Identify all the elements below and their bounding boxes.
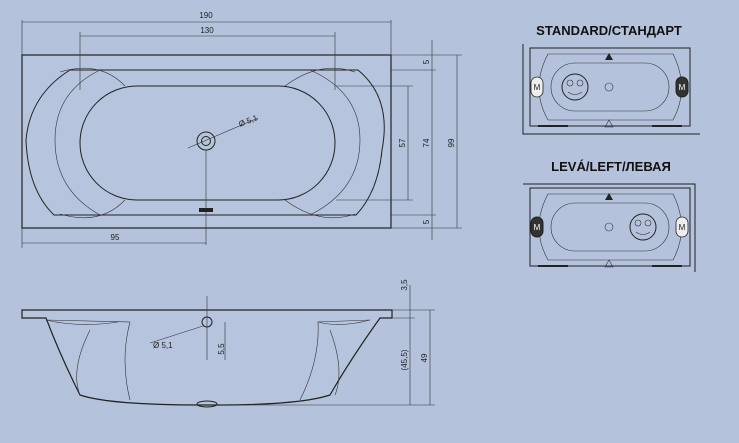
dim-inner-width: 74	[422, 138, 431, 147]
tub-rim-contour	[25, 69, 385, 216]
motor-label-standard-left: M	[534, 83, 541, 92]
tub-side-contours	[54, 69, 361, 216]
drain-inner	[201, 136, 211, 146]
dim-rim-thickness: 3,5	[400, 279, 409, 291]
motor-label-standard-right: M	[679, 83, 686, 92]
tub-headrest-curves	[59, 67, 356, 219]
tub-basin	[79, 85, 336, 201]
variant-left: LEVÁ/LEFT/ЛЕВАЯ M M	[523, 159, 696, 272]
tub-side-contours	[45, 319, 371, 401]
top-view: Ø 5,1 190 130 95 5 5 57 74 99	[21, 11, 462, 248]
overflow-mark	[199, 208, 213, 212]
standard-tub	[529, 47, 691, 127]
left-drain	[604, 222, 614, 232]
dim-overall-width: 99	[447, 138, 456, 147]
dim-basin-width: 57	[398, 138, 407, 147]
dim-overall-length: 190	[199, 11, 213, 20]
tub-outline-top	[21, 54, 392, 229]
drain-side	[196, 400, 218, 408]
dim-depth-total: 49	[420, 353, 429, 362]
dim-drain-offset: 95	[111, 233, 120, 242]
dim-rim-bottom: 5	[422, 219, 431, 224]
motor-label-left-right: M	[679, 223, 686, 232]
standard-jet-face	[561, 73, 589, 101]
dim-overflow-diameter: Ø 5,1	[153, 341, 173, 350]
left-tub	[529, 187, 691, 267]
standard-drain	[604, 82, 614, 92]
dim-inner-length: 130	[200, 26, 214, 35]
dim-rim-top: 5	[422, 59, 431, 64]
motor-label-left-left: M	[534, 223, 541, 232]
variant-standard: STANDARD/СТАНДАРТ M M	[522, 23, 700, 135]
standard-title: STANDARD/СТАНДАРТ	[536, 23, 682, 38]
dim-overflow-height: 5,5	[217, 343, 226, 355]
dim-depth-inner: (45,5)	[400, 349, 409, 370]
left-title: LEVÁ/LEFT/ЛЕВАЯ	[551, 159, 671, 174]
left-jet-face	[629, 213, 657, 241]
side-view: Ø 5,1 5,5 3,5 (45,5) 49	[21, 279, 435, 408]
